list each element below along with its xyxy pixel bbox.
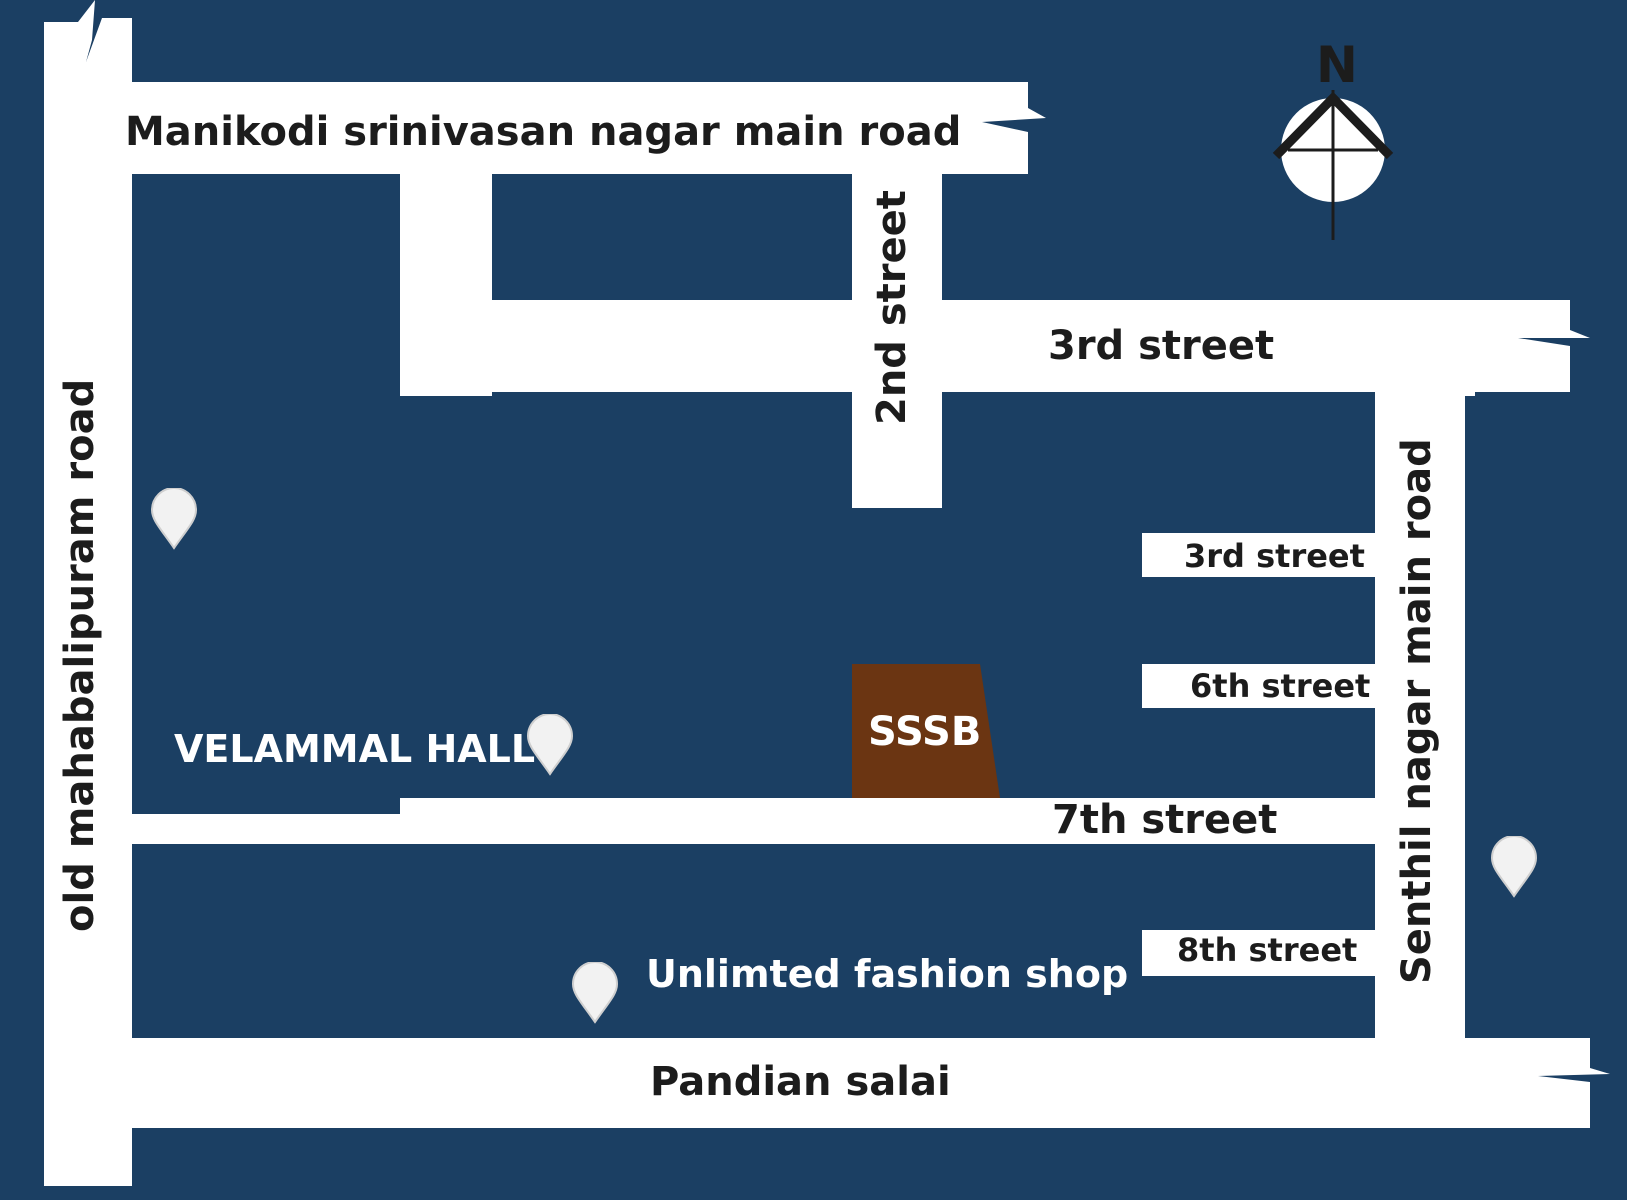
label-second-street: 2nd street	[869, 190, 915, 425]
road-sixth-street	[1142, 664, 1378, 708]
label-pandian-salai: Pandian salai	[650, 1059, 951, 1105]
label-manikodi-road: Manikodi srinivasan nagar main road	[125, 109, 962, 155]
road-connector-left	[400, 170, 492, 396]
map-pin-icon	[526, 714, 574, 776]
label-old-mahabalipuram-road: old mahabalipuram road	[57, 378, 103, 932]
label-third-street-main: 3rd street	[1048, 323, 1275, 369]
road-second-street	[852, 170, 942, 508]
map-pin-icon	[150, 488, 198, 550]
label-sixth-street: 6th street	[1190, 667, 1371, 705]
label-eighth-street: 8th street	[1177, 931, 1358, 969]
label-velammal-hall: VELAMMAL HALL	[174, 727, 536, 771]
map-pin-icon	[1490, 836, 1538, 898]
road-senthil-nagar	[1375, 388, 1465, 1128]
label-sssb: SSSB	[868, 709, 982, 755]
road-seventh-street	[132, 798, 1378, 844]
label-unlimited-fashion-shop: Unlimted fashion shop	[646, 952, 1129, 996]
road-manikodi	[132, 82, 1046, 174]
compass-icon	[1272, 90, 1394, 240]
road-third-street-main	[400, 300, 1590, 392]
map-pin-icon	[571, 962, 619, 1024]
road-third-street-small	[1142, 533, 1378, 577]
label-senthil-nagar-road: Senthil nagar main road	[1394, 438, 1440, 984]
label-third-street-small: 3rd street	[1184, 537, 1365, 575]
road-senthil-upper	[1465, 388, 1475, 396]
road-pandian-salai	[132, 1038, 1610, 1128]
site-sssb-block	[852, 664, 1000, 798]
road-eighth-street	[1142, 930, 1378, 976]
label-seventh-street: 7th street	[1052, 797, 1278, 843]
compass-north-label: N	[1316, 36, 1358, 94]
road-old-mahabalipuram	[44, 0, 132, 1186]
